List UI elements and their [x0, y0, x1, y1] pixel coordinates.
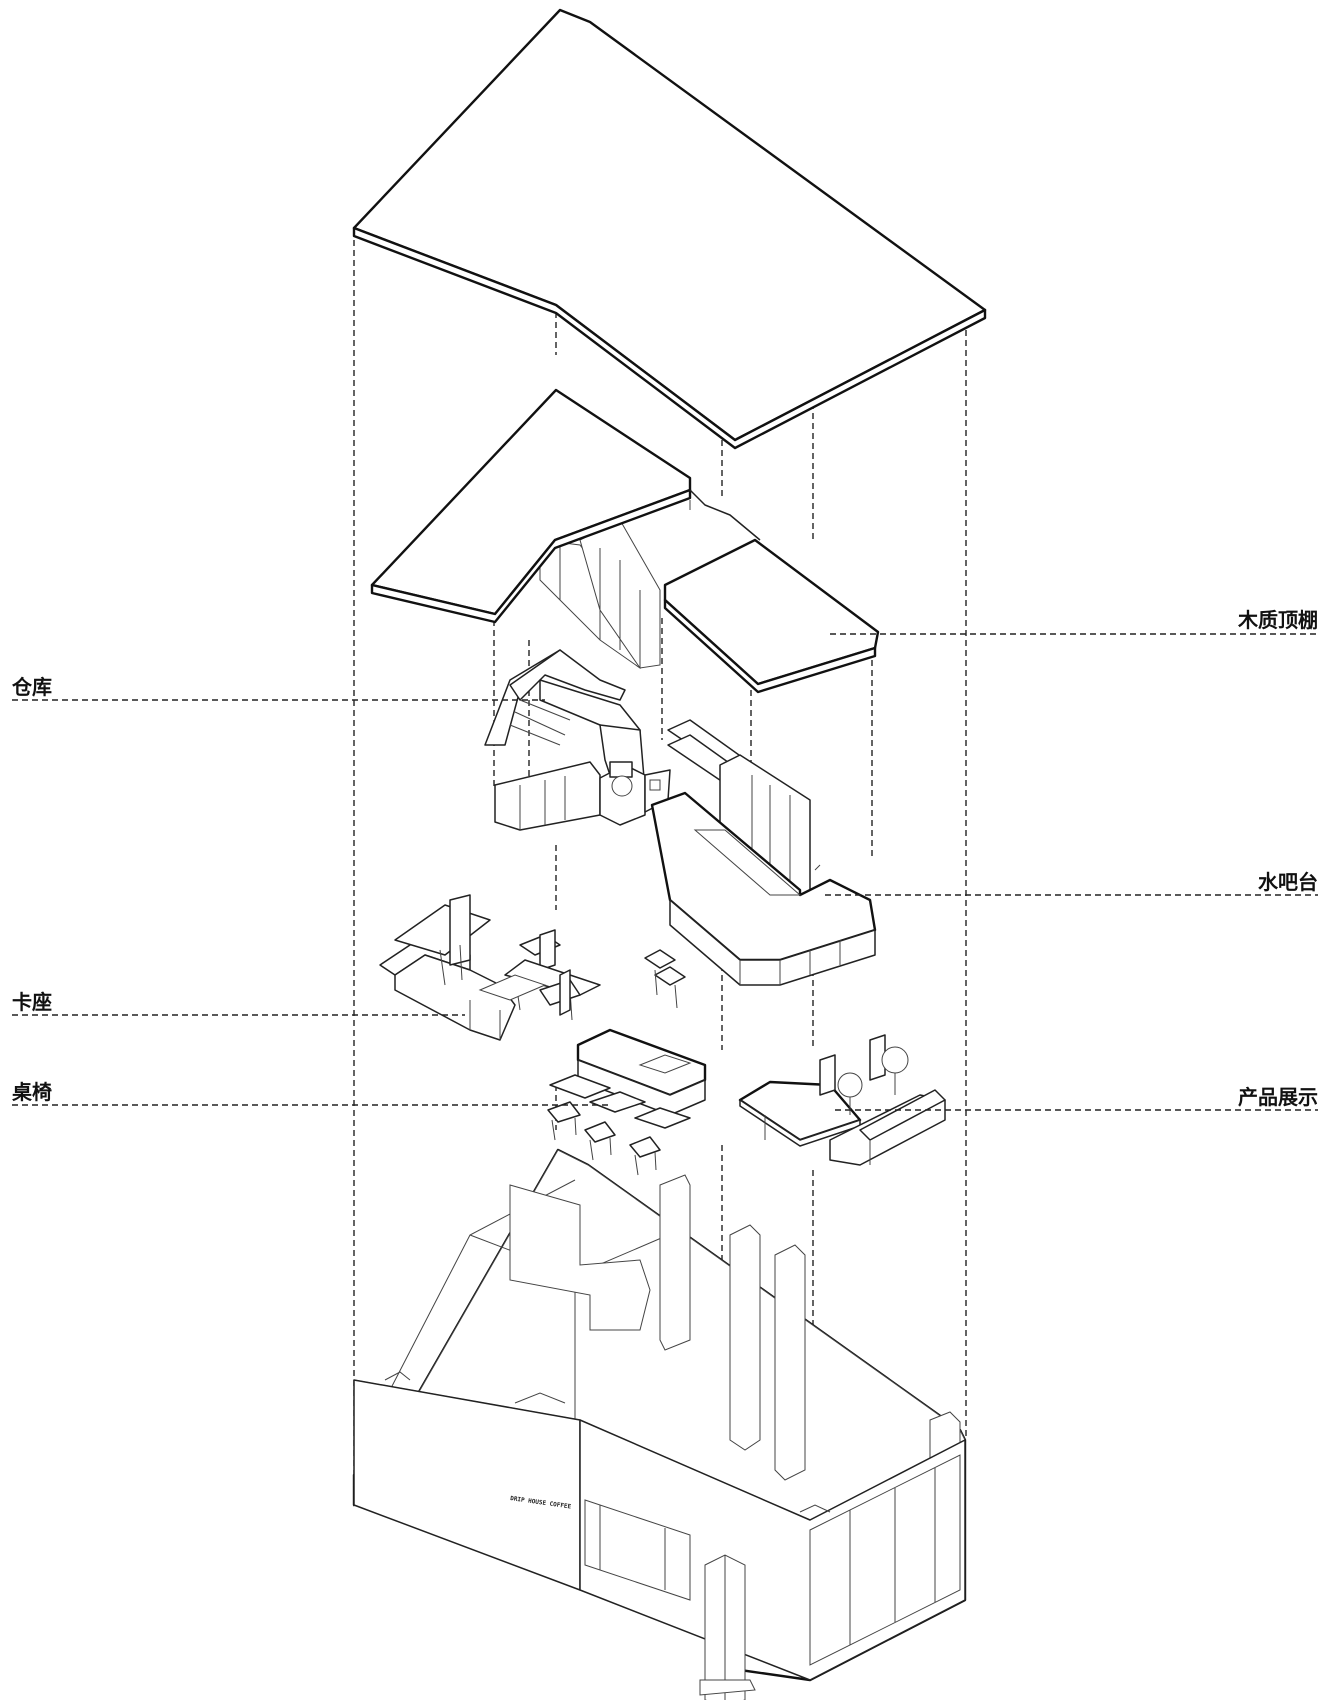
label-tables-chairs: 桌椅: [12, 1080, 52, 1104]
leader-lines: [12, 633, 1318, 1111]
label-water-bar: 水吧台: [1258, 870, 1318, 894]
building-shell: DRIP HOUSE COFFEE: [352, 1148, 967, 1700]
label-product-display: 产品展示: [1238, 1085, 1318, 1109]
water-bar: [650, 719, 877, 986]
tables-and-chairs: [547, 1028, 707, 1176]
wooden-ceiling: [370, 388, 880, 694]
booth-seating: [379, 894, 686, 1041]
storage-shelving: [484, 649, 671, 831]
label-storage: 仓库: [12, 675, 52, 699]
roof-slab: [352, 8, 987, 450]
product-display: [738, 1034, 946, 1166]
label-wooden-ceiling: 木质顶棚: [1238, 608, 1318, 632]
label-booth: 卡座: [12, 990, 52, 1014]
